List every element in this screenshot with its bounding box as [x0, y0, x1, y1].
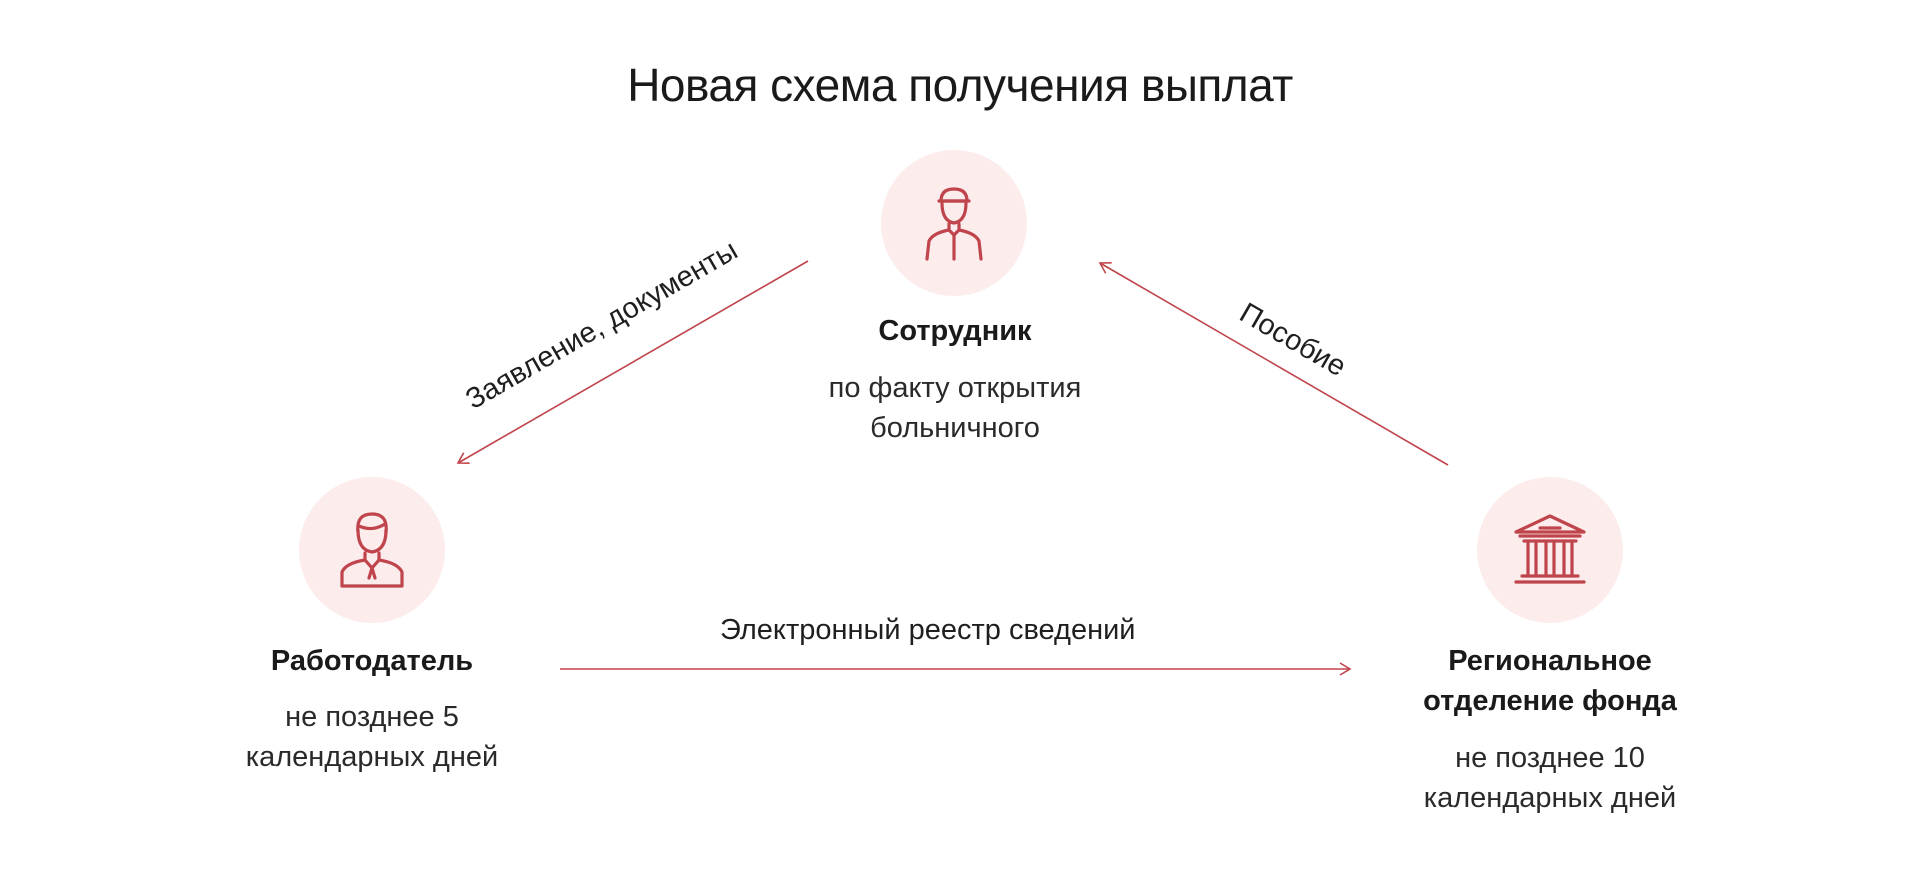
employer-note-line1: не позднее 5: [285, 701, 459, 733]
bank-building-icon: [1514, 514, 1586, 584]
employer-node-circle: [299, 477, 445, 623]
arrow-employee-to-employer: [456, 260, 809, 464]
employer-person-icon: [340, 512, 404, 588]
arrow-fund-to-employee: [1098, 262, 1449, 466]
fund-name-line2: отделение фонда: [1423, 685, 1677, 717]
edge-label-electronic-registry: Электронный реестр сведений: [720, 614, 1136, 646]
diagram-title: Новая схема получения выплат: [627, 59, 1293, 111]
employee-cap-icon: [925, 187, 983, 261]
fund-note-line2: календарных дней: [1423, 782, 1677, 814]
employee-note-line1: по факту открытия: [828, 372, 1082, 404]
fund-note-line1: не позднее 10: [1455, 742, 1645, 774]
fund-name-line1: Региональное: [1448, 645, 1652, 677]
employee-note-line2: больничного: [870, 412, 1040, 444]
employee-name: Сотрудник: [878, 315, 1032, 347]
fund-node-circle: [1477, 477, 1623, 623]
employer-note-line2: календарных дней: [245, 741, 499, 773]
employee-node-circle: [881, 150, 1027, 296]
employer-name: Работодатель: [270, 645, 474, 677]
